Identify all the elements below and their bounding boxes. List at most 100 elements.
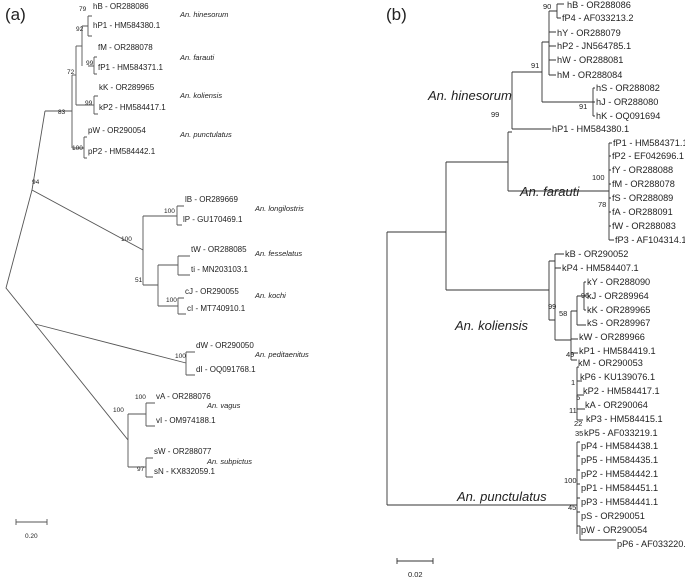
leaf-label: kK - OR289965	[587, 305, 650, 315]
branch	[143, 265, 159, 306]
bootstrap-value: 99	[491, 110, 499, 119]
panel-a-leaves: hB - OR288086 hP1 - HM584380.1 fM - OR28…	[88, 2, 256, 476]
panel-b-leaves: hB - OR288086 fP4 - AF033213.2 hY - OR28…	[552, 0, 685, 549]
branch	[571, 296, 586, 326]
bootstrap-value: 99	[548, 302, 556, 311]
leaf-label: kP6 - KU139076.1	[580, 372, 655, 382]
leaf-label: kP4 - HM584407.1	[562, 263, 639, 273]
leaf-label: hB - OR288086	[93, 2, 149, 11]
leaf-label: kK - OR289965	[99, 83, 155, 92]
leaf-label: kS - OR289967	[587, 318, 650, 328]
leaf-label: kM - OR290053	[578, 358, 643, 368]
leaf-label: fS - OR288089	[612, 193, 673, 203]
bootstrap-value: 97	[137, 466, 145, 473]
leaf-label: fP4 - AF033213.2	[562, 13, 634, 23]
clade-label: An. koliensis	[179, 91, 222, 100]
bootstrap-value: 96	[581, 291, 589, 300]
leaf-label: pP4 - HM584438.1	[581, 441, 658, 451]
panel-b-branches	[386, 3, 616, 541]
leaf-label: lB - OR289669	[185, 195, 238, 204]
branch	[386, 231, 577, 506]
leaf-label: hP2 - JN564785.1	[557, 41, 631, 51]
leaf-label: hJ - OR288080	[596, 97, 658, 107]
clade-label: An. longilostris	[254, 204, 304, 213]
bootstrap-value: 100	[592, 173, 605, 182]
leaf-label: hM - OR288084	[557, 70, 622, 80]
bootstrap-value: 99	[85, 100, 93, 107]
leaf-label: fY - OR288088	[612, 165, 673, 175]
branch	[88, 56, 97, 75]
leaf-label: fP2 - EF042696.1	[612, 151, 684, 161]
leaf-label: cJ - OR290055	[185, 287, 239, 296]
branch	[128, 402, 155, 427]
bootstrap-value: 83	[58, 109, 66, 116]
leaf-label: pP1 - HM584451.1	[581, 483, 658, 493]
leaf-label: kA - OR290064	[585, 400, 648, 410]
scale-bar-label: 0.02	[408, 570, 423, 579]
leaf-label: kP3 - HM584415.1	[586, 414, 663, 424]
leaf-label: fM - OR288078	[612, 179, 675, 189]
bootstrap-value: 22	[574, 419, 582, 428]
panel-b-bootstrap: 90 91 91 99 100 78 96 58 99 49 1 5 11 22…	[491, 2, 606, 512]
leaf-label: ti - MN203103.1	[191, 265, 248, 274]
branch	[128, 457, 153, 478]
bootstrap-value: 100	[175, 353, 186, 360]
leaf-label: vA - OR288076	[156, 392, 211, 401]
bootstrap-value: 45	[568, 503, 576, 512]
branch	[549, 3, 564, 19]
branch	[158, 255, 190, 276]
panel-b-scale-bar: 0.02	[396, 558, 434, 579]
bootstrap-value: 100	[564, 476, 577, 485]
clade-label: An. subpictus	[206, 457, 252, 466]
panel-a-clades: An. hinesorum An. farauti An. koliensis …	[179, 10, 309, 466]
leaf-label: kP2 - HM584417.1	[583, 386, 660, 396]
bootstrap-value: 35	[575, 429, 583, 438]
bootstrap-value: 100	[164, 208, 175, 215]
clade-label: An. fesselatus	[254, 249, 302, 258]
leaf-label: pP2 - HM584442.1	[581, 469, 658, 479]
leaf-label: sN - KX832059.1	[154, 467, 215, 476]
branch	[507, 131, 528, 192]
branch	[5, 189, 36, 325]
bootstrap-value: 91	[579, 102, 587, 111]
panel-b: (b) hB -	[386, 0, 685, 579]
leaf-label: hS - OR288082	[596, 83, 660, 93]
panel-a-bootstrap: 79 92 99 72 99 83 100 94 100 100 51 100 …	[32, 6, 186, 473]
panel-a: (a)	[5, 2, 309, 540]
leaf-label: pS - OR290051	[581, 511, 645, 521]
bootstrap-value: 92	[76, 26, 84, 33]
leaf-label: kP2 - HM584417.1	[99, 103, 166, 112]
leaf-label: fA - OR288091	[612, 207, 673, 217]
leaf-label: pP6 - AF033220.1	[617, 539, 685, 549]
leaf-label: lP - GU170469.1	[183, 215, 243, 224]
branch	[548, 260, 555, 321]
clade-label: An. koliensis	[454, 318, 528, 333]
bootstrap-value: 99	[86, 60, 94, 67]
branch	[570, 311, 578, 360]
leaf-label: vI - OM974188.1	[156, 416, 216, 425]
panel-a-branches	[5, 15, 195, 478]
branch	[34, 323, 195, 376]
branch	[579, 526, 616, 541]
branch	[158, 297, 186, 315]
bootstrap-value: 100	[135, 394, 146, 401]
branch	[571, 359, 585, 421]
bootstrap-value: 72	[67, 69, 75, 76]
leaf-label: fP3 - AF104314.1	[615, 235, 685, 245]
bootstrap-value: 51	[135, 277, 143, 284]
bootstrap-value: 90	[543, 2, 551, 11]
branch	[445, 161, 549, 291]
leaf-label: sW - OR288077	[154, 447, 212, 456]
branch	[511, 71, 551, 130]
clade-label: An. vagus	[206, 401, 241, 410]
bootstrap-value: 5	[576, 393, 580, 402]
leaf-label: hW - OR288081	[557, 55, 623, 65]
leaf-label: dI - OQ091768.1	[196, 365, 256, 374]
branch	[554, 268, 571, 341]
leaf-label: fM - OR288078	[98, 43, 153, 52]
bootstrap-value: 91	[531, 61, 539, 70]
branch	[576, 441, 580, 534]
clade-label: An. punctulatus	[456, 489, 547, 504]
bootstrap-value: 100	[121, 236, 132, 243]
